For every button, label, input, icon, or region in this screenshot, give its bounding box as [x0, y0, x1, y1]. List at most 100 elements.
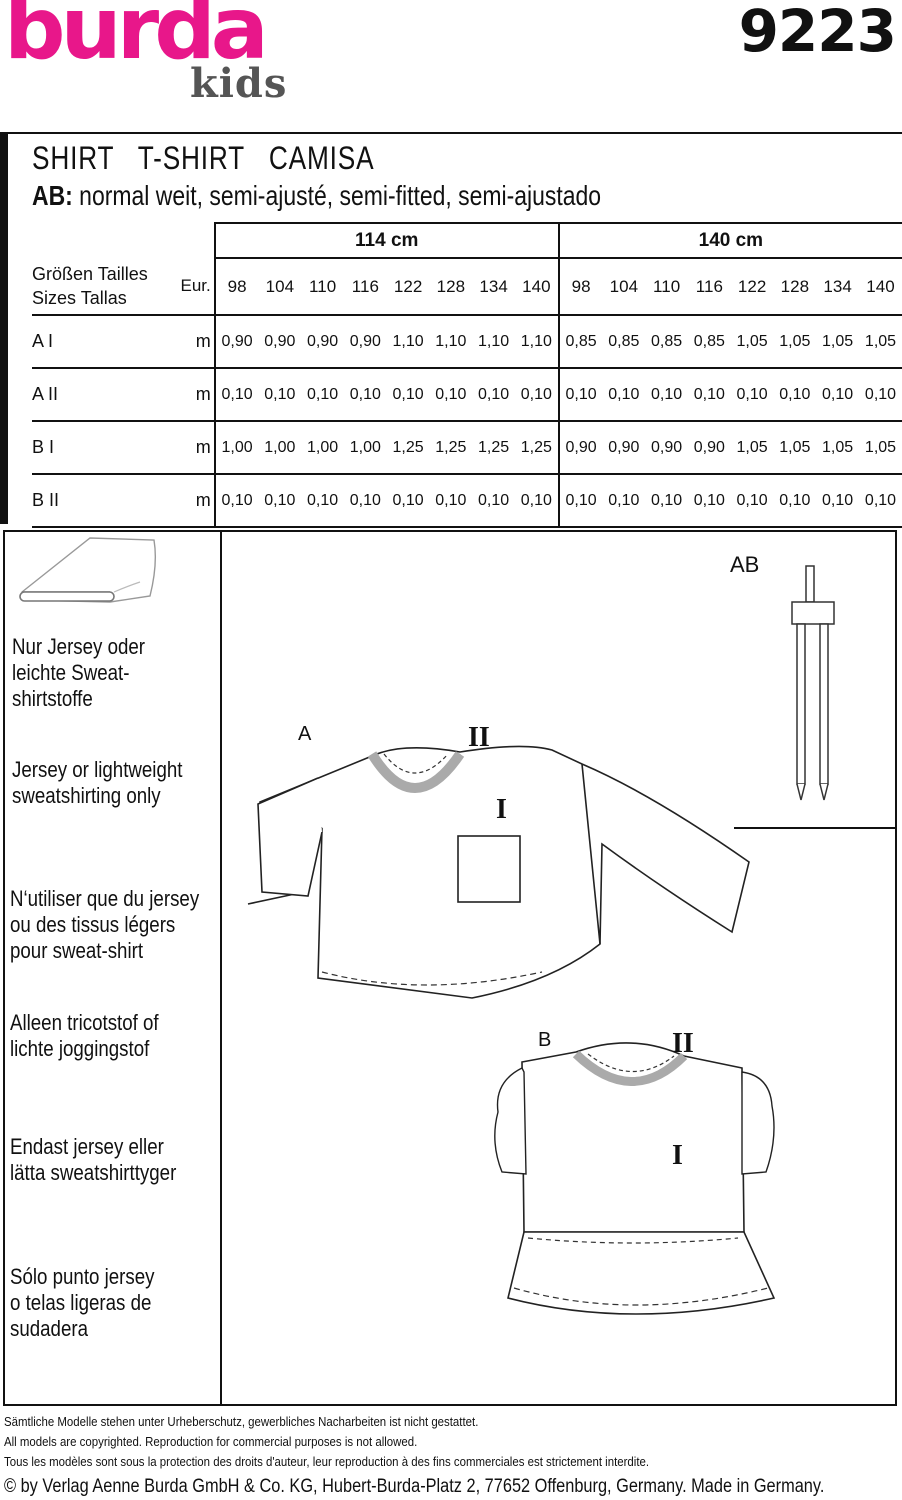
frame-divider: [220, 530, 222, 1406]
yardage-cell: 0,10: [687, 368, 731, 422]
yardage-cell: 0,10: [213, 474, 259, 528]
yardage-cell: 1,05: [730, 421, 774, 475]
yardage-cell: 0,10: [730, 368, 774, 422]
yardage-cell: 1,10: [429, 315, 473, 369]
fabric-note-de: Nur Jersey oder leichte Sweat- shirtstof…: [12, 634, 146, 711]
yardage-cell: 0,10: [773, 368, 817, 422]
header-rule: [0, 132, 902, 134]
yardage-cell: 0,10: [386, 474, 430, 528]
fit-prefix: AB:: [32, 180, 73, 211]
view-b-ruffles: [494, 1067, 775, 1175]
yardage-cell: 1,05: [816, 315, 859, 369]
size-cell: 134: [472, 258, 515, 316]
size-cell: 122: [730, 258, 774, 316]
yardage-cell: 1,25: [429, 421, 473, 475]
fit-text: normal weit, semi-ajusté, semi-fitted, s…: [72, 180, 602, 211]
publisher-line: © by Verlag Aenne Burda GmbH & Co. KG, H…: [4, 1476, 825, 1497]
yardage-cell: 0,10: [258, 368, 302, 422]
kids-logo: kids: [190, 60, 288, 107]
fabric-note-nl: Alleen tricotstof of lichte joggingstof: [10, 1010, 159, 1061]
fabric-and-illustration-frame: [3, 530, 897, 1406]
sizes-label: Größen Tailles Sizes Tallas: [32, 258, 168, 316]
yardage-cell: 0,10: [602, 368, 646, 422]
yardage-cell: 1,25: [386, 421, 430, 475]
yardage-cell: 0,90: [258, 315, 302, 369]
yardage-cell: 1,00: [258, 421, 302, 475]
yardage-cell: 1,05: [858, 315, 902, 369]
row-unit: m: [167, 368, 215, 422]
yardage-cell: 0,10: [258, 474, 302, 528]
yardage-cell: 0,85: [645, 315, 688, 369]
size-cell: 122: [386, 258, 430, 316]
view-b-shirt-drawing: [507, 1042, 776, 1315]
yardage-cell: 1,05: [858, 421, 902, 475]
view-b-part-i-label: I: [672, 1140, 683, 1171]
yardage-cell: 0,10: [816, 474, 859, 528]
table-row: A II m 0,10 0,10 0,10 0,10 0,10 0,10 0,1…: [32, 368, 902, 422]
table-row: B II m 0,10 0,10 0,10 0,10 0,10 0,10 0,1…: [32, 474, 902, 528]
size-cell: 104: [602, 258, 646, 316]
yardage-cell: 0,10: [429, 368, 473, 422]
size-cell: 140: [858, 258, 902, 316]
yardage-cell: 0,90: [343, 315, 387, 369]
fabric-note-fr: N‘utiliser que du jersey ou des tissus l…: [10, 886, 200, 963]
garment-illustrations: AB A II I B II I: [247, 552, 896, 1315]
yardage-cell: 0,10: [645, 474, 688, 528]
view-a-sleeves: [257, 777, 323, 897]
fabric-note-es: Sólo punto jersey o telas ligeras de sud…: [10, 1264, 155, 1341]
yardage-cell: 0,10: [429, 474, 473, 528]
fabric-width-140: 140 cm: [557, 222, 902, 259]
yardage-cell: 0,10: [557, 368, 603, 422]
yardage-cell: 1,00: [343, 421, 387, 475]
size-cell: 110: [301, 258, 344, 316]
fit-description: AB: normal weit, semi-ajusté, semi-fitte…: [32, 180, 601, 212]
yardage-cell: 0,10: [730, 474, 774, 528]
fabric-width-114: 114 cm: [213, 222, 559, 259]
copyright-de: Sämtliche Modelle stehen unter Urhebersc…: [4, 1414, 479, 1429]
yardage-cell: 0,10: [816, 368, 859, 422]
fabric-bolt-icon: [19, 537, 157, 603]
row-label: B I: [32, 421, 168, 475]
yardage-cell: 0,10: [343, 474, 387, 528]
view-a-part-i-label: I: [496, 794, 507, 825]
yardage-cell: 0,10: [472, 474, 515, 528]
pattern-number: 9223: [738, 0, 897, 65]
yardage-cell: 0,90: [301, 315, 344, 369]
fabric-note-en: Jersey or lightweight sweatshirting only: [12, 757, 183, 808]
yardage-cell: 0,10: [602, 474, 646, 528]
yardage-cell: 0,85: [602, 315, 646, 369]
yardage-table: 114 cm 140 cm Größen Tailles Sizes Talla…: [32, 222, 902, 528]
yardage-cell: 0,10: [301, 368, 344, 422]
table-row: A I m 0,90 0,90 0,90 0,90 1,10 1,10 1,10…: [32, 315, 902, 369]
yardage-cell: 1,00: [213, 421, 259, 475]
size-cell: 98: [213, 258, 259, 316]
size-cell: 110: [645, 258, 688, 316]
eur-label: Eur.: [167, 258, 215, 316]
row-unit: m: [167, 421, 215, 475]
yardage-cell: 1,00: [301, 421, 344, 475]
row-label: A II: [32, 368, 168, 422]
view-a-pocket: [457, 835, 521, 903]
yardage-cell: 0,10: [557, 474, 603, 528]
yardage-cell: 0,10: [858, 368, 902, 422]
size-cell: 128: [429, 258, 473, 316]
table-row: B I m 1,00 1,00 1,00 1,00 1,25 1,25 1,25…: [32, 421, 902, 475]
needle-label: AB: [730, 552, 759, 577]
yardage-cell: 1,25: [514, 421, 559, 475]
yardage-cell: 1,05: [816, 421, 859, 475]
yardage-cell: 1,25: [472, 421, 515, 475]
yardage-cell: 0,85: [687, 315, 731, 369]
view-a-part-ii-label: II: [468, 722, 490, 753]
yardage-cell: 0,90: [687, 421, 731, 475]
yardage-cell: 1,10: [472, 315, 515, 369]
burda-logo: burda: [4, 0, 269, 79]
yardage-cell: 0,10: [514, 474, 559, 528]
yardage-cell: 1,10: [386, 315, 430, 369]
copyright-fr: Tous les modèles sont sous la protection…: [4, 1454, 650, 1469]
yardage-cell: 0,10: [386, 368, 430, 422]
size-cell: 116: [343, 258, 387, 316]
yardage-cell: 0,10: [773, 474, 817, 528]
yardage-cell: 0,85: [557, 315, 603, 369]
width-header-row: 114 cm 140 cm: [32, 222, 902, 259]
size-header-row: Größen Tailles Sizes Tallas Eur. 98 104 …: [32, 258, 902, 316]
